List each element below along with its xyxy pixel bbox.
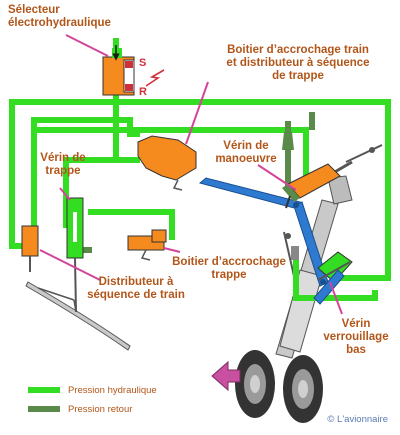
legend-pressure-swatch [28, 387, 60, 393]
legend-return-label: Pression retour [68, 403, 133, 415]
label-retraction-actuator-line1: Vérin de [223, 140, 269, 152]
label-distributor-line2: séquence de train [87, 289, 185, 301]
door-uplock-box [127, 229, 167, 261]
landing-gear-leg [275, 144, 383, 359]
selector-mark-r: R [139, 86, 147, 98]
label-gear-uplock-line3: de trappe [272, 70, 324, 82]
label-door-uplock-line1: Boitier d’accrochage [172, 256, 286, 268]
label-gear-uplock-box: Boitier d’accrochage train et distribute… [200, 44, 396, 83]
gear-sequence-distributor [21, 225, 39, 272]
label-downlock-line2: verrouillage [323, 331, 389, 343]
label-downlock-actuator: Vérin verrouillage bas [318, 318, 394, 357]
downlock-actuator [313, 251, 353, 305]
selector-mark-s: S [139, 57, 146, 69]
gear-door-panel [25, 281, 131, 351]
legend-pressure-label: Pression hydraulique [68, 384, 157, 396]
drag-strut [198, 177, 329, 287]
label-downlock-line3: bas [346, 344, 366, 356]
electrohydraulic-selector [102, 45, 135, 96]
motion-direction-arrow [211, 360, 241, 392]
credit-text: © L'avionnaire [327, 414, 388, 425]
label-gear-uplock-line1: Boitier d’accrochage train [227, 44, 369, 56]
leader-lines [39, 34, 343, 315]
label-selector-line1: Sélecteur [8, 4, 60, 16]
electric-signal-icon [145, 69, 165, 87]
label-downlock-line1: Vérin [341, 318, 371, 330]
label-gear-sequence-distributor: Distributeur à séquence de train [80, 276, 192, 302]
wheel-right [283, 355, 323, 423]
label-door-actuator-line2: trappe [45, 165, 81, 177]
gear-uplock-box [137, 135, 197, 191]
label-selector: Sélecteur électrohydraulique [8, 4, 128, 30]
label-door-actuator: Vérin de trappe [28, 152, 98, 178]
label-retraction-actuator: Vérin de manoeuvre [214, 140, 278, 166]
legend-pressure: Pression hydraulique [28, 384, 157, 396]
label-gear-uplock-line2: et distributeur à séquence [226, 57, 370, 69]
legend-return: Pression retour [28, 403, 132, 415]
label-selector-line2: électrohydraulique [8, 17, 111, 29]
label-retraction-actuator-line2: manoeuvre [215, 153, 277, 165]
label-distributor-line1: Distributeur à [98, 276, 174, 288]
legend-return-swatch [28, 406, 60, 412]
retraction-actuator [282, 132, 341, 209]
label-door-uplock-box: Boitier d’accrochage trappe [164, 256, 294, 282]
label-door-uplock-line2: trappe [211, 269, 247, 281]
label-door-actuator-line1: Vérin de [40, 152, 86, 164]
wheel-left [235, 350, 275, 418]
